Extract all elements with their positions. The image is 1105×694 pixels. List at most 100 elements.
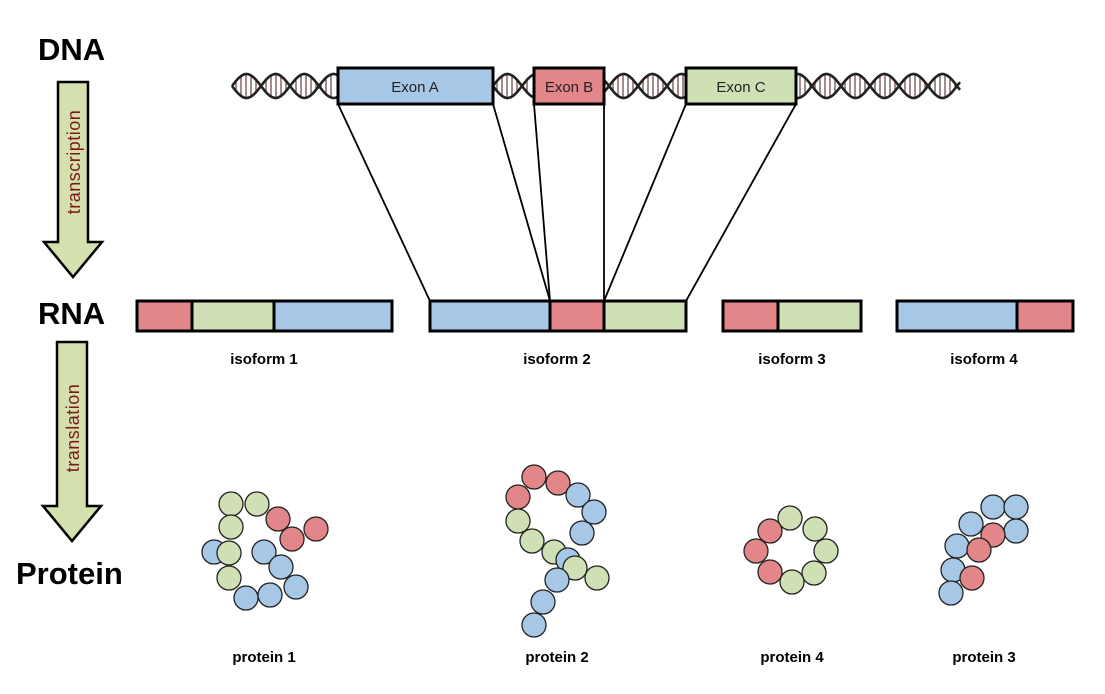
amino-acid-bead	[521, 612, 547, 638]
exon-a-label: Exon A	[391, 79, 439, 96]
isoform-segment-exon-c	[776, 299, 863, 333]
amino-acid-bead	[966, 537, 992, 563]
connector-line	[533, 103, 551, 302]
amino-acid-bead	[801, 560, 827, 586]
amino-acid-bead	[268, 554, 294, 580]
amino-acid-bead	[519, 528, 545, 554]
dna-exons: Exon A Exon B Exon C	[336, 66, 798, 106]
isoform-label: isoform 3	[758, 351, 826, 368]
isoform-label: isoform 1	[230, 351, 298, 368]
amino-acid-bead	[757, 518, 783, 544]
amino-acid-bead	[938, 580, 964, 606]
helix-strand	[603, 72, 687, 100]
amino-acid-bead	[1003, 518, 1029, 544]
isoform-2: isoform 2	[428, 299, 688, 368]
protein-2: protein 2	[505, 464, 610, 666]
amino-acid-bead	[265, 506, 291, 532]
isoform-3: isoform 3	[721, 299, 863, 368]
amino-acid-bead	[584, 565, 610, 591]
exon-c: Exon C	[684, 66, 798, 106]
protein-4: protein 4	[743, 505, 839, 666]
amino-acid-bead	[521, 464, 547, 490]
exon-a: Exon A	[336, 66, 495, 106]
connector-line	[337, 103, 431, 302]
isoform-4: isoform 4	[895, 299, 1075, 368]
amino-acid-bead	[565, 482, 591, 508]
isoform-segment-exon-c	[190, 299, 276, 333]
rna-isoforms: isoform 1 isoform 2 isoform 3 isoform 4	[135, 299, 1075, 368]
amino-acid-bead	[802, 516, 828, 542]
amino-acid-bead	[581, 499, 607, 525]
isoform-label: isoform 4	[950, 351, 1018, 368]
isoform-segment-exon-a	[272, 299, 394, 333]
isoform-segment-exon-b	[1015, 299, 1075, 333]
helix-strand	[491, 73, 534, 100]
transcription-arrow: transcription	[41, 80, 105, 279]
helix-strand	[230, 72, 339, 100]
amino-acid-bead	[244, 491, 270, 517]
protein-label: protein 2	[525, 649, 588, 666]
level-label-protein: Protein	[16, 556, 123, 591]
connector-line	[685, 103, 797, 302]
amino-acid-bead	[233, 585, 259, 611]
down-arrow-icon	[41, 80, 105, 279]
amino-acid-bead	[959, 565, 985, 591]
exon-b-box	[532, 66, 606, 106]
exon-a-box	[336, 66, 495, 106]
amino-acid-bead	[757, 559, 783, 585]
isoform-1: isoform 1	[135, 299, 394, 368]
isoform-segment-exon-a	[895, 299, 1019, 333]
amino-acid-bead	[530, 589, 556, 615]
amino-acid-bead	[505, 484, 531, 510]
amino-acid-bead	[777, 505, 803, 531]
exon-c-label: Exon C	[716, 79, 765, 96]
protein-3: protein 3	[938, 494, 1029, 666]
helix-strand	[795, 72, 962, 100]
amino-acid-bead	[251, 539, 277, 565]
level-label-rna: RNA	[38, 296, 105, 331]
isoform-label: isoform 2	[523, 351, 591, 368]
amino-acid-bead	[1003, 494, 1029, 520]
amino-acid-bead	[743, 538, 769, 564]
isoform-segment-exon-a	[428, 299, 552, 333]
translation-label: translation	[63, 384, 83, 473]
helix-strand	[230, 72, 339, 100]
amino-acid-bead	[283, 574, 309, 600]
protein-label: protein 1	[232, 649, 295, 666]
amino-acid-bead	[257, 582, 283, 608]
isoform-segment-exon-c	[602, 299, 688, 333]
amino-acid-bead	[218, 514, 244, 540]
helix-strand	[603, 72, 687, 100]
isoform-segment-exon-b	[548, 299, 606, 333]
amino-acid-bead	[779, 569, 805, 595]
protein-label: protein 4	[760, 649, 824, 666]
level-label-dna: DNA	[38, 32, 105, 67]
amino-acid-bead	[569, 520, 595, 546]
proteins: protein 1 protein 2 protein 4 protein 3	[201, 464, 1029, 666]
protein-label: protein 3	[952, 649, 1015, 666]
down-arrow-icon	[40, 340, 104, 543]
translation-arrow: translation	[40, 340, 104, 543]
amino-acid-bead	[980, 494, 1006, 520]
connector-line	[492, 103, 551, 302]
amino-acid-bead	[958, 511, 984, 537]
amino-acid-bead	[505, 508, 531, 534]
amino-acid-bead	[279, 526, 305, 552]
exon-c-box	[684, 66, 798, 106]
exon-b: Exon B	[532, 66, 606, 106]
amino-acid-bead	[216, 540, 242, 566]
splice-connectors	[337, 103, 797, 302]
amino-acid-bead	[216, 565, 242, 591]
amino-acid-bead	[562, 555, 588, 581]
amino-acid-bead	[545, 470, 571, 496]
isoform-segment-exon-b	[721, 299, 780, 333]
isoform-segment-exon-b	[135, 299, 194, 333]
exon-b-label: Exon B	[545, 79, 593, 96]
amino-acid-bead	[218, 491, 244, 517]
amino-acid-bead	[544, 567, 570, 593]
transcription-label: transcription	[64, 110, 84, 215]
connector-line	[603, 103, 687, 302]
amino-acid-bead	[944, 533, 970, 559]
